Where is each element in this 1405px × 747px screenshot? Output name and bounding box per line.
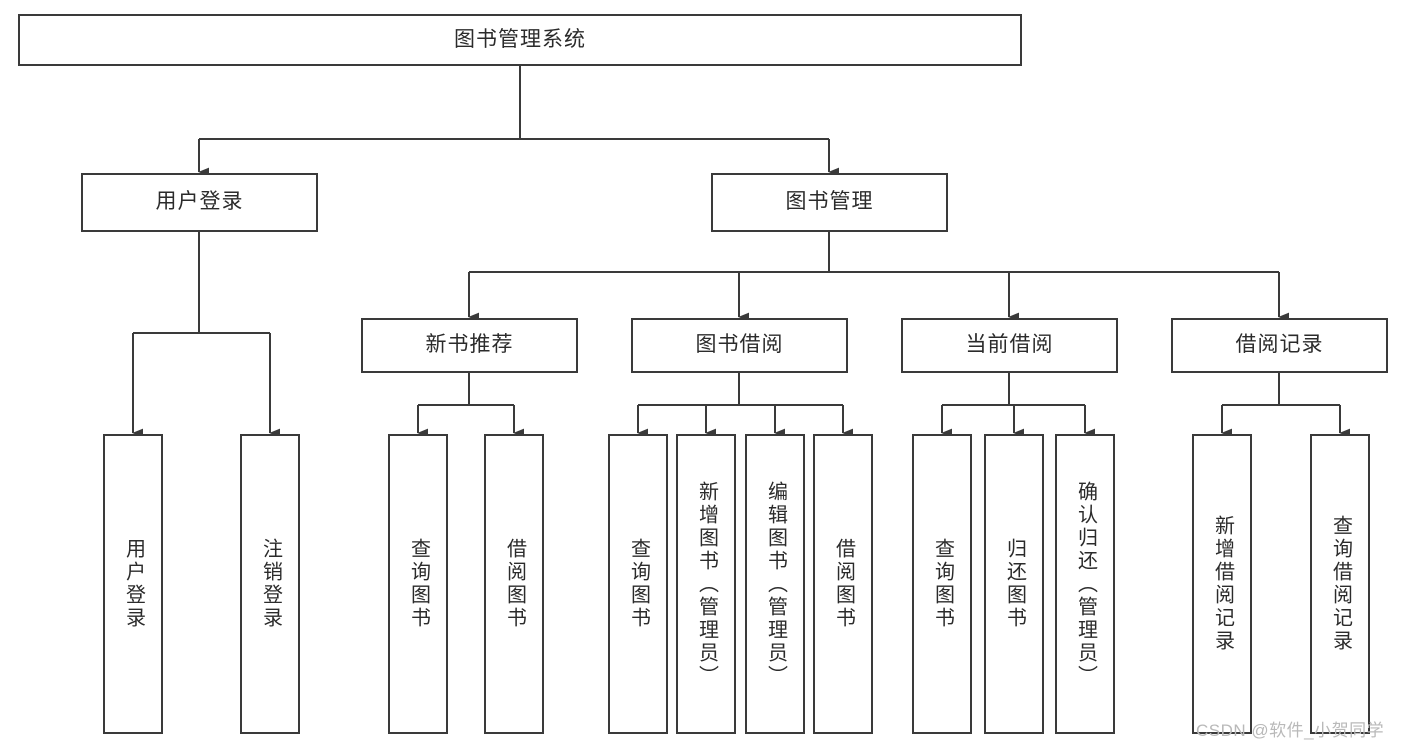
node-current-borrow[interactable]: 当前借阅 (901, 318, 1118, 373)
node-book-borrow-label: 图书借阅 (695, 333, 784, 357)
node-leaf-logout[interactable]: 注销登录 (240, 434, 300, 734)
node-root-label: 图书管理系统 (454, 27, 586, 51)
node-leaf-user-login-label: 用户登录 (122, 538, 145, 630)
node-leaf-confirm-return[interactable]: 确认归还（管理员） (1055, 434, 1115, 734)
node-leaf-query-book-3-label: 查询图书 (931, 538, 954, 630)
node-leaf-edit-book-label: 编辑图书（管理员） (764, 480, 787, 688)
node-leaf-borrow-book-1-label: 借阅图书 (503, 538, 526, 630)
node-leaf-confirm-return-label: 确认归还（管理员） (1074, 480, 1097, 688)
node-current-borrow-label: 当前借阅 (965, 333, 1054, 357)
node-leaf-return-book-label: 归还图书 (1003, 538, 1026, 630)
node-leaf-add-book-label: 新增图书（管理员） (695, 480, 718, 688)
node-leaf-return-book[interactable]: 归还图书 (984, 434, 1044, 734)
node-leaf-query-record[interactable]: 查询借阅记录 (1310, 434, 1370, 734)
node-borrow-record-label: 借阅记录 (1235, 333, 1324, 357)
node-leaf-query-book-1[interactable]: 查询图书 (388, 434, 448, 734)
node-user-login-label: 用户登录 (155, 190, 244, 214)
node-leaf-query-record-label: 查询借阅记录 (1329, 515, 1352, 653)
node-leaf-user-login[interactable]: 用户登录 (103, 434, 163, 734)
node-leaf-query-book-3[interactable]: 查询图书 (912, 434, 972, 734)
node-borrow-record[interactable]: 借阅记录 (1171, 318, 1388, 373)
node-new-book-recommend[interactable]: 新书推荐 (361, 318, 578, 373)
node-leaf-borrow-book-2[interactable]: 借阅图书 (813, 434, 873, 734)
node-leaf-logout-label: 注销登录 (259, 538, 282, 630)
node-leaf-query-book-2-label: 查询图书 (627, 538, 650, 630)
node-new-book-recommend-label: 新书推荐 (425, 333, 514, 357)
node-leaf-query-book-2[interactable]: 查询图书 (608, 434, 668, 734)
node-leaf-borrow-book-1[interactable]: 借阅图书 (484, 434, 544, 734)
node-leaf-borrow-book-2-label: 借阅图书 (832, 538, 855, 630)
node-book-manage-label: 图书管理 (785, 190, 874, 214)
node-leaf-edit-book[interactable]: 编辑图书（管理员） (745, 434, 805, 734)
node-leaf-add-record[interactable]: 新增借阅记录 (1192, 434, 1252, 734)
node-leaf-query-book-1-label: 查询图书 (407, 538, 430, 630)
node-book-manage[interactable]: 图书管理 (711, 173, 948, 232)
node-leaf-add-record-label: 新增借阅记录 (1211, 515, 1234, 653)
node-user-login[interactable]: 用户登录 (81, 173, 318, 232)
csdn-watermark: CSDN @软件_小贺同学 (1196, 721, 1385, 740)
node-book-borrow[interactable]: 图书借阅 (631, 318, 848, 373)
node-leaf-add-book[interactable]: 新增图书（管理员） (676, 434, 736, 734)
node-root[interactable]: 图书管理系统 (18, 14, 1022, 66)
